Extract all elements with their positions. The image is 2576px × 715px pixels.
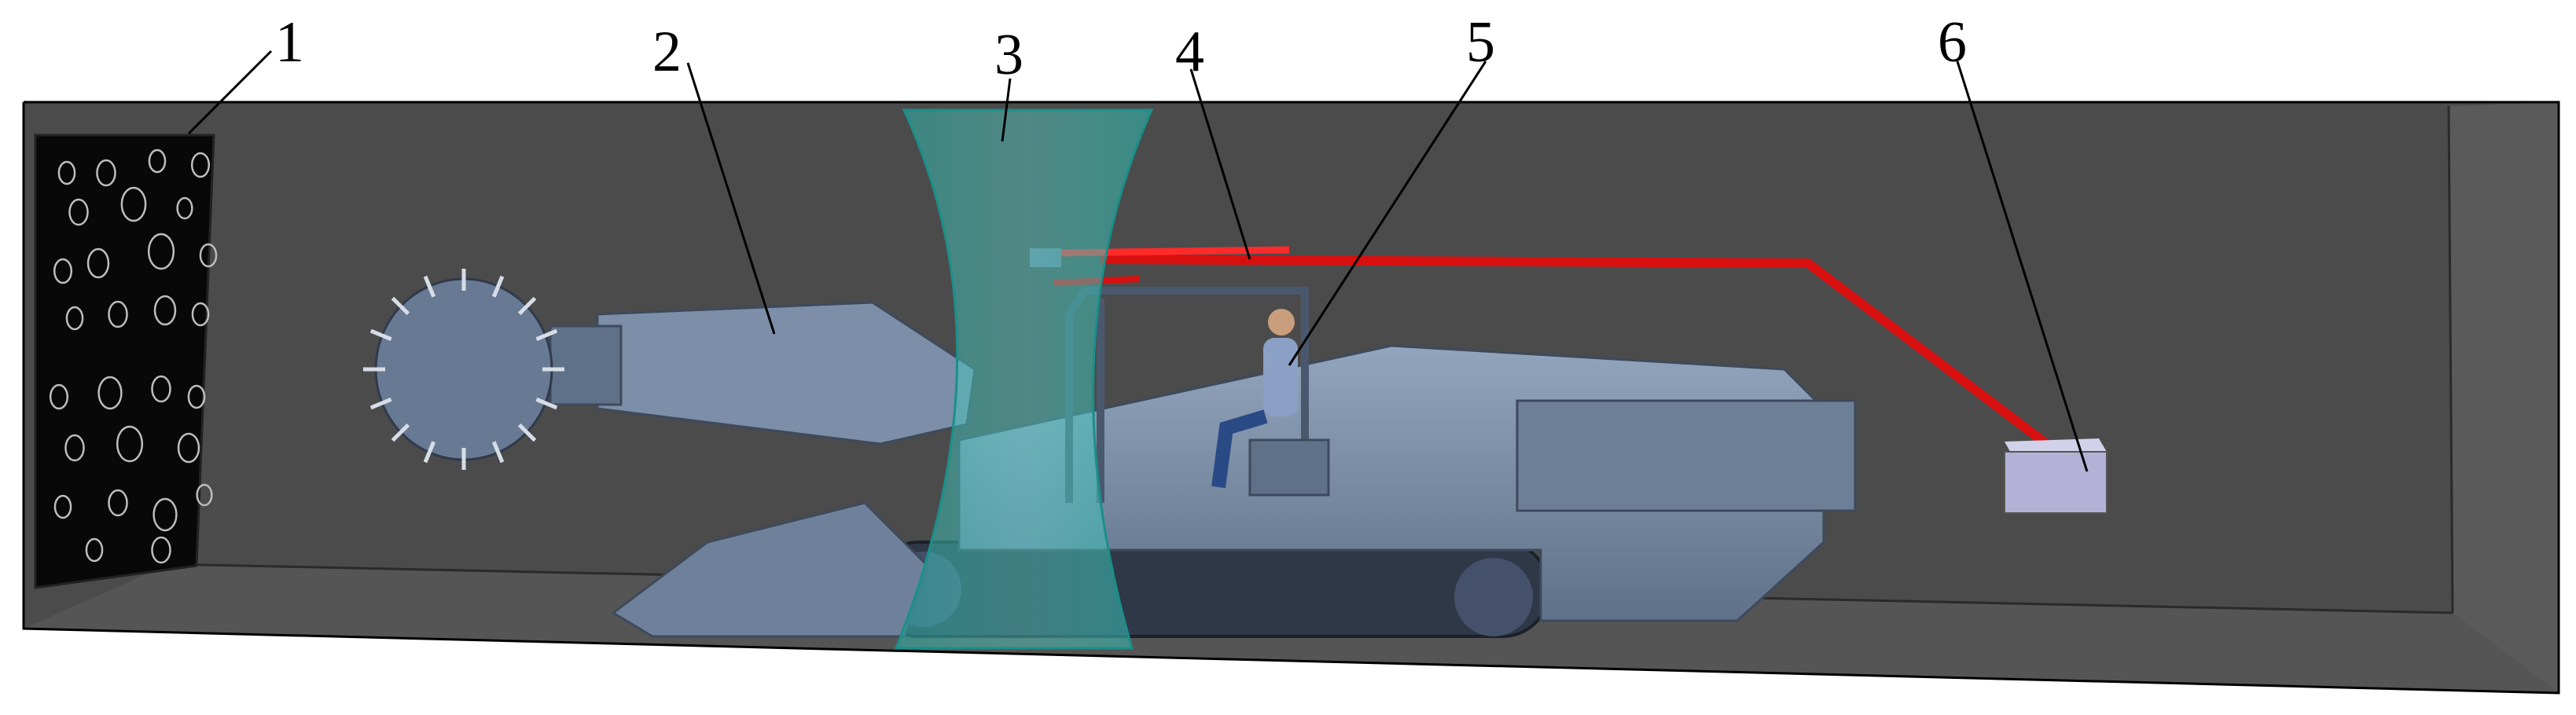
control-box-front xyxy=(2004,451,2107,514)
drill-hole xyxy=(148,148,167,174)
operator-legs xyxy=(1211,409,1268,489)
rear-box xyxy=(1516,399,1857,512)
cutting-pick xyxy=(535,328,558,342)
drill-hole xyxy=(57,160,76,185)
track-wheel-rear xyxy=(1454,558,1533,636)
coal-face-holes xyxy=(49,148,218,564)
cutting-pick xyxy=(535,397,558,410)
leader-1 xyxy=(187,50,273,135)
drill-hole xyxy=(153,295,177,326)
cutting-picks xyxy=(363,269,564,470)
drill-hole xyxy=(53,258,73,284)
callout-6: 6 xyxy=(1938,10,1967,75)
leader-4 xyxy=(1189,68,1251,260)
tunnel-right-edge xyxy=(2447,105,2454,614)
drill-hole xyxy=(116,425,144,463)
operator-torso xyxy=(1263,338,1298,416)
tunnel-edge-lines xyxy=(22,101,2560,695)
cutting-pick xyxy=(491,441,505,464)
drill-hole xyxy=(176,196,193,220)
control-box xyxy=(2004,438,2107,514)
drill-hole xyxy=(53,494,72,519)
drill-hole xyxy=(49,383,69,410)
cutting-head xyxy=(363,269,564,470)
cutting-pick xyxy=(517,423,537,442)
operator-seat xyxy=(1248,438,1330,497)
cutting-pick xyxy=(391,296,410,316)
drill-hole xyxy=(147,233,175,270)
drill-hole xyxy=(196,483,213,507)
drill-hole xyxy=(190,152,211,178)
callout-1: 1 xyxy=(275,10,304,75)
leader-2 xyxy=(686,62,776,335)
tunnel-right-wall xyxy=(2449,102,2559,693)
drill-hole xyxy=(177,432,200,464)
drill-hole xyxy=(120,186,147,222)
boom-joint xyxy=(549,324,623,406)
drill-hole xyxy=(153,497,178,532)
cutting-pick xyxy=(423,441,436,464)
drill-hole xyxy=(96,159,116,187)
spray-pipe-main xyxy=(1100,255,2055,452)
cutting-pick xyxy=(369,328,392,342)
callout-4: 4 xyxy=(1175,20,1204,84)
drill-hole xyxy=(151,375,171,403)
drill-hole xyxy=(85,537,104,563)
drill-hole xyxy=(187,384,206,409)
leader-6 xyxy=(1956,60,2089,472)
drill-hole xyxy=(108,300,128,328)
drill-hole xyxy=(191,302,210,327)
callout-3: 3 xyxy=(994,23,1023,87)
callout-5: 5 xyxy=(1466,10,1495,75)
operator-head xyxy=(1268,309,1295,336)
drill-hole xyxy=(86,248,110,279)
drill-hole xyxy=(64,434,85,462)
drill-hole xyxy=(97,376,123,410)
cutting-pick xyxy=(517,296,537,316)
drill-hole xyxy=(68,198,89,226)
drill-hole xyxy=(151,536,171,564)
coal-face xyxy=(34,134,218,589)
roadheader-machine xyxy=(363,269,1857,638)
air-curtain xyxy=(894,108,1154,650)
cutting-pick xyxy=(491,275,505,298)
drill-hole xyxy=(108,489,128,517)
operator xyxy=(1211,309,1298,489)
callout-numbers: 1 2 3 4 5 6 xyxy=(275,10,1967,87)
leader-lines xyxy=(187,50,2089,472)
leader-5 xyxy=(1288,60,1487,366)
leader-3 xyxy=(1001,78,1012,142)
cutting-pick xyxy=(423,275,436,298)
cutting-pick xyxy=(369,397,392,410)
drill-hole xyxy=(199,243,218,268)
coal-face-panel xyxy=(34,134,215,589)
drill-hole xyxy=(65,306,84,331)
callout-2: 2 xyxy=(652,20,682,84)
cutting-pick xyxy=(391,423,410,442)
